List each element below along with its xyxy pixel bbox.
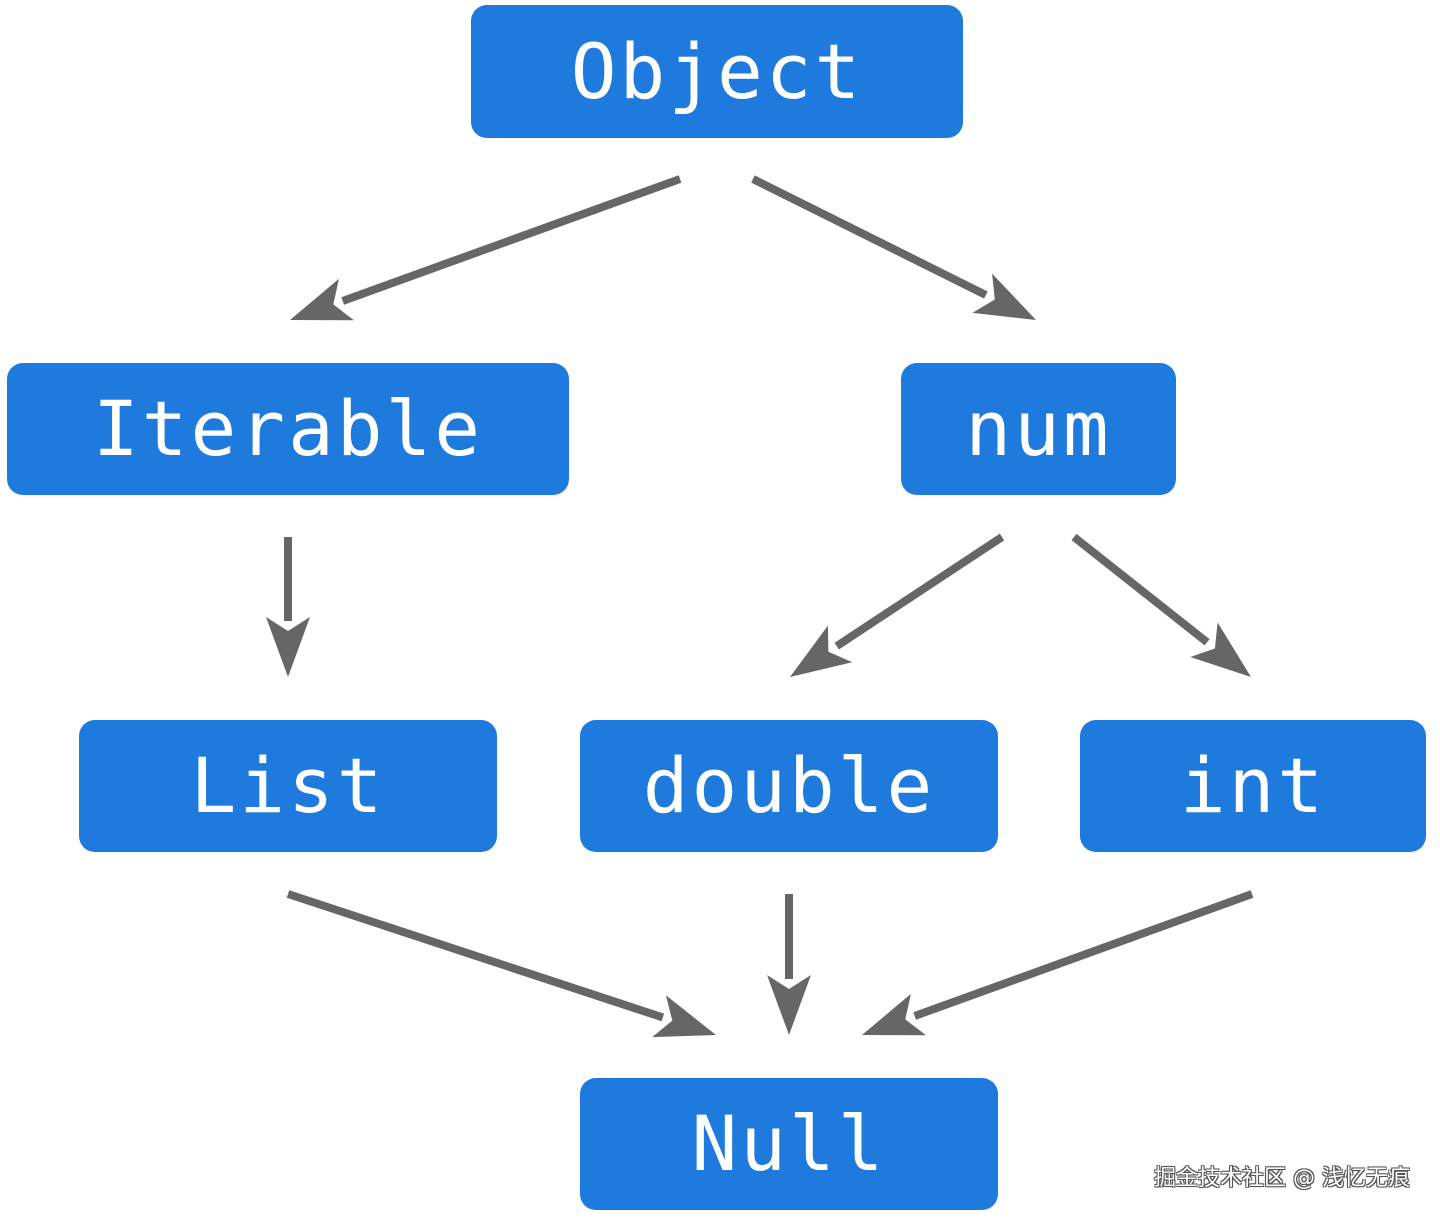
- node-double-label: double: [642, 741, 936, 830]
- arrow-object-to-num: [751, 175, 1036, 320]
- arrow-shaft-num-to-int: [1071, 533, 1210, 646]
- node-double: double: [580, 720, 998, 852]
- arrow-object-to-iterable: [290, 175, 682, 321]
- arrowhead-object-to-num: [972, 273, 1036, 320]
- arrowhead-num-to-double: [790, 625, 853, 677]
- arrowhead-num-to-int: [1190, 622, 1251, 677]
- node-num: num: [901, 363, 1176, 495]
- node-object-label: Object: [570, 26, 864, 116]
- arrow-shaft-num-to-double: [834, 533, 1005, 650]
- arrowhead-list-to-null: [652, 995, 716, 1038]
- arrowhead-int-to-null: [862, 993, 926, 1036]
- arrow-double-to-null: [767, 894, 811, 1035]
- node-null: Null: [580, 1078, 998, 1210]
- arrow-list-to-null: [286, 890, 716, 1038]
- arrow-int-to-null: [862, 890, 1254, 1036]
- arrowhead-double-to-null: [767, 975, 811, 1035]
- node-iterable: Iterable: [7, 363, 569, 495]
- node-int-label: int: [1179, 741, 1327, 830]
- node-list: List: [79, 720, 497, 852]
- arrowhead-object-to-iterable: [290, 278, 354, 321]
- arrowhead-iterable-to-list: [266, 617, 310, 677]
- arrow-shaft-object-to-iterable: [341, 175, 682, 305]
- node-num-label: num: [965, 384, 1112, 473]
- watermark: 掘金技术社区 @ 浅忆无痕: [1154, 1166, 1410, 1191]
- node-object: Object: [471, 5, 963, 138]
- node-iterable-label: Iterable: [92, 384, 484, 473]
- arrow-iterable-to-list: [266, 537, 310, 677]
- arrow-num-to-double: [790, 533, 1005, 677]
- arrow-shaft-object-to-num: [751, 175, 988, 299]
- node-int: int: [1080, 720, 1426, 852]
- arrow-shaft-int-to-null: [913, 890, 1254, 1020]
- arrow-num-to-int: [1071, 533, 1251, 677]
- node-null-label: Null: [691, 1099, 887, 1188]
- node-list-label: List: [190, 741, 386, 830]
- arrow-shaft-list-to-null: [286, 890, 665, 1022]
